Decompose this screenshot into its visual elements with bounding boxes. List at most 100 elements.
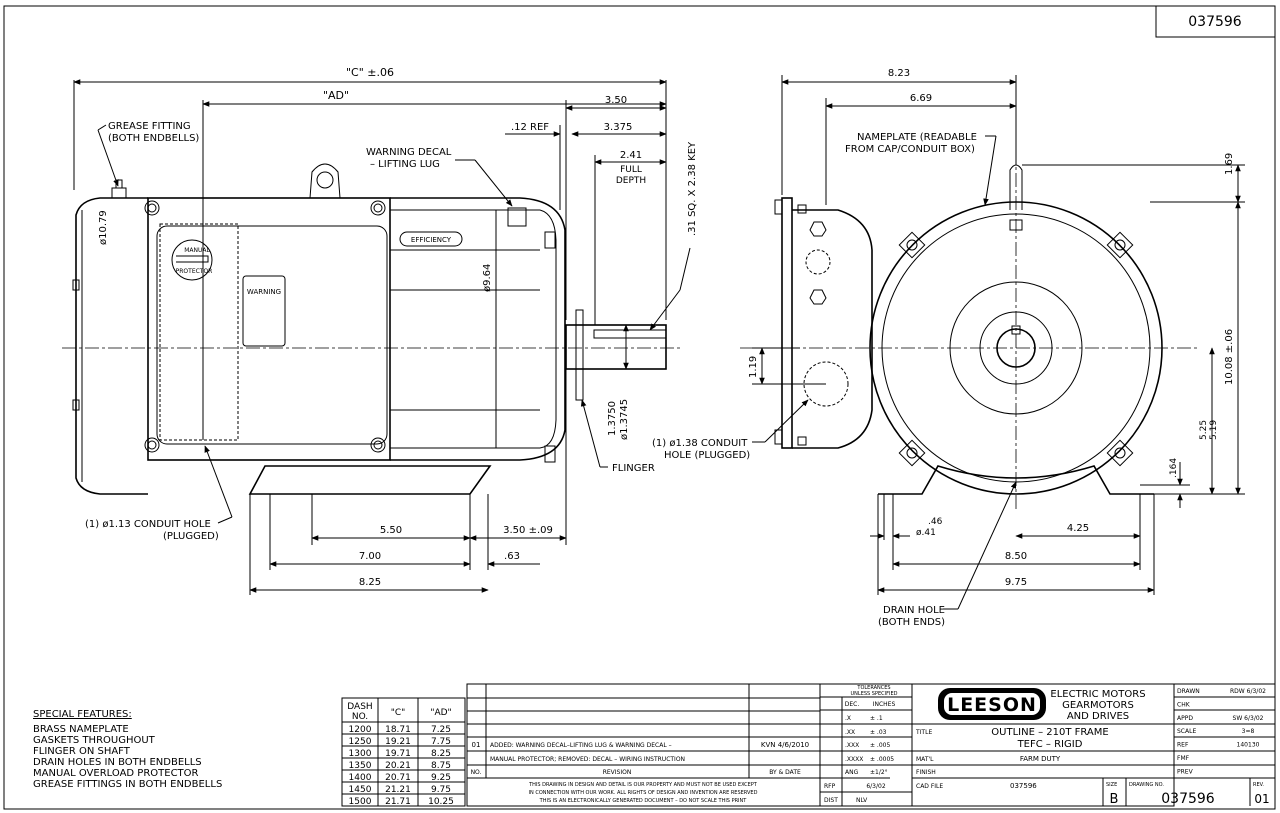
feature-item: GREASE FITTINGS IN BOTH ENDBELLS [33, 779, 222, 790]
dim-frame-dia: ø9.64 [482, 264, 493, 292]
warning-decal [242, 275, 286, 347]
rev-hdr-by: BY & DATE [769, 769, 801, 776]
callout-grease-1: GREASE FITTING [108, 121, 191, 132]
keyway [593, 329, 667, 339]
drawing-number-top: 037596 [1188, 14, 1242, 30]
dash-cell: 8.25 [431, 749, 451, 759]
motor-frame [147, 197, 391, 461]
fan-cover [75, 197, 148, 495]
dash-cell: 1250 [349, 737, 372, 747]
dash-header-no-2: NO. [352, 712, 368, 722]
dim-119: 1.19 [748, 356, 759, 378]
end-bolts [898, 231, 1134, 467]
dim-823: 8.23 [888, 68, 910, 79]
dash-cell: 1400 [349, 773, 372, 783]
dim-164: .164 [1169, 458, 1179, 478]
efficiency-label [399, 231, 463, 247]
dash-cell: 1300 [349, 749, 372, 759]
dash-cell: 9.75 [431, 785, 451, 795]
logo-text: LEESON [947, 694, 1037, 716]
dim-825: 8.25 [359, 577, 381, 588]
end-view: 8.23 6.69 1.69 10.08 ±.06 5.25 5.19 .164… [652, 68, 1245, 628]
feature-item: DRAIN HOLES IN BOTH ENDBELLS [33, 757, 202, 768]
dash-cell: 18.71 [385, 725, 411, 735]
dim-c-overall: "C" ±.06 [346, 66, 394, 79]
callout-conduit-left-1: (1) ø1.13 CONDUIT HOLE [85, 519, 211, 530]
dim-ref: .12 REF [511, 122, 549, 133]
cad-value: 037596 [1010, 782, 1037, 790]
title-1: OUTLINE – 210T FRAME [991, 727, 1108, 738]
dim-700: 7.00 [359, 551, 381, 562]
feature-item: GASKETS THROUGHOUT [33, 735, 156, 746]
dash-cell: 20.21 [385, 761, 411, 771]
dim-fan-dia: ø10.79 [98, 210, 109, 245]
size-value: B [1110, 792, 1119, 807]
matl-value: FARM DUTY [1020, 755, 1061, 763]
dwg-label: DRAWING NO. [1129, 782, 1164, 788]
dash-cell: 19.71 [385, 749, 411, 759]
title-2: TEFC – RIGID [1017, 739, 1083, 750]
dash-cell: 1500 [349, 797, 372, 807]
rev-notice-3: THIS IS AN ELECTRONICALLY GENERATED DOCU… [539, 798, 748, 804]
tol-h-dec: DEC. [845, 701, 860, 708]
approval-label: PREV [1177, 768, 1194, 775]
drawing-number-box [1155, 5, 1276, 38]
company-2: GEARMOTORS [1062, 700, 1134, 711]
rev-notice-1: THIS DRAWING IN DESIGN AND DETAIL IS OUR… [528, 782, 758, 788]
manual-protector-label: MANUAL [184, 247, 210, 254]
approval-label: CHK [1177, 701, 1191, 708]
tol-h-in: INCHES [873, 701, 896, 708]
dim-169: 1.69 [1224, 153, 1235, 175]
lifting-lug [309, 163, 341, 199]
tol-cell: ± .005 [870, 742, 890, 749]
dash-cell: 1450 [349, 785, 372, 795]
dim-shaft-3375: 3.375 [604, 122, 633, 133]
dim-525: 5.25 [1199, 420, 1209, 440]
cad-label: CAD FILE [916, 783, 943, 790]
callout-conduit-mid-2: HOLE (PLUGGED) [664, 450, 750, 461]
tol-cell: ANG [845, 769, 859, 776]
tol-cell: ±1/2° [870, 769, 888, 776]
callout-nameplate-1: NAMEPLATE (READABLE [857, 132, 977, 143]
tol-rows: .X± .1.XX± .03.XXX± .005.XXXX± .0005ANG±… [845, 715, 894, 776]
approval-value: SW 6/3/02 [1233, 715, 1264, 722]
tol-cell: .XXXX [845, 756, 863, 763]
rev-desc-1: ADDED: WARNING DECAL–LIFTING LUG & WARNI… [490, 742, 672, 749]
tol-title-1: TOLERANCES [856, 685, 890, 691]
feature-item: FLINGER ON SHAFT [33, 746, 131, 757]
mounting-feet [248, 465, 492, 495]
matl-label: MAT'L [916, 756, 934, 763]
special-features-title: SPECIAL FEATURES: [33, 709, 132, 720]
dim-850: 8.50 [1005, 551, 1027, 562]
dwg-value: 037596 [1161, 791, 1215, 807]
manual-protector [171, 239, 213, 281]
callout-grease-2: (BOTH ENDBELLS) [108, 133, 199, 144]
warning-decal-label: WARNING [247, 288, 281, 296]
dim-key-241: 2.41 [620, 150, 642, 161]
feature-item: MANUAL OVERLOAD PROTECTOR [33, 768, 199, 779]
title-label: TITLE [915, 729, 932, 736]
tol-dist: DIST [824, 797, 838, 804]
callout-drain-2: (BOTH ENDS) [878, 617, 945, 628]
tol-cell: ± .1 [870, 715, 883, 722]
dim-full: FULL [620, 165, 642, 175]
callout-nameplate-2: FROM CAP/CONDUIT BOX) [845, 144, 975, 155]
dash-cell: 7.75 [431, 737, 451, 747]
dim-975: 9.75 [1005, 577, 1027, 588]
dash-cell: 19.21 [385, 737, 411, 747]
dash-header-c: "C" [391, 708, 406, 718]
rev-hdr-rev: REVISION [603, 769, 632, 776]
protector-label: PROTECTOR [176, 268, 213, 275]
rev-hdr-no: NO. [471, 769, 482, 776]
dim-key-spec: .31 SQ. X 2.38 KEY [687, 141, 698, 236]
callout-warn-1: WARNING DECAL [366, 147, 452, 158]
tol-rfp-date: 6/3/02 [866, 783, 885, 790]
approval-value: 3=8 [1242, 728, 1255, 735]
finish-label: FINISH [916, 769, 936, 776]
dim-shaft-dia-2: ø1.3745 [619, 399, 630, 440]
dash-cell: 20.71 [385, 773, 411, 783]
approval-label: REF [1177, 742, 1189, 749]
callout-drain-1: DRAIN HOLE [883, 605, 945, 616]
